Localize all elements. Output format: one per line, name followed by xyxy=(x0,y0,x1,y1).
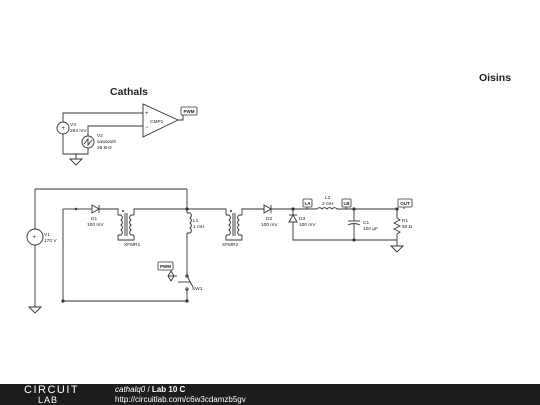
la-label: LA xyxy=(305,201,312,206)
l1-value: 1 mH xyxy=(193,224,205,230)
footer-title: cathalq0 / Lab 10 C xyxy=(115,385,185,394)
section-label-oisins: Oisins xyxy=(479,72,511,84)
c1-value: 100 µF xyxy=(363,226,378,232)
out-label: OUT xyxy=(400,201,410,206)
circuitlab-logo[interactable]: CIRCUIT LAB xyxy=(24,385,79,405)
l1-ref: L1 xyxy=(193,218,199,224)
lb-flag[interactable] xyxy=(341,198,352,208)
logo-line1: CIRCUIT xyxy=(24,384,80,396)
cmp1-plus: + xyxy=(145,111,149,117)
xfmr2-ref: XFMR2 xyxy=(222,242,239,248)
v3-ref: V3 xyxy=(70,122,76,128)
pwm-in-flag[interactable] xyxy=(157,261,174,271)
v1-ref: V1 xyxy=(44,232,50,238)
d2-value: 100 mV xyxy=(261,222,278,228)
d3-value: 100 mV xyxy=(299,222,316,228)
d2-ref: D2 xyxy=(266,216,272,222)
la-flag[interactable] xyxy=(302,198,313,208)
r1-ref: R1 xyxy=(402,218,408,224)
out-flag[interactable] xyxy=(397,198,413,208)
footer-user[interactable]: cathalq0 xyxy=(115,385,146,394)
footer-separator: / xyxy=(145,385,152,394)
schematic-canvas: Cathals Oisins + V3 284 mV V2 sawtooth 2… xyxy=(26,72,511,314)
lb-label: LB xyxy=(344,201,351,206)
section-label-cathals: Cathals xyxy=(110,86,148,98)
v1-value: 170 V xyxy=(44,238,57,244)
cmp1-minus: − xyxy=(145,125,149,131)
v3-plus-sign: + xyxy=(62,126,66,132)
sw1-ref: SW1 xyxy=(192,286,203,292)
v1-source-symbol[interactable] xyxy=(26,228,44,246)
l2-ref: L2 xyxy=(325,195,331,201)
v3-value: 284 mV xyxy=(70,128,87,134)
d3-ref: D3 xyxy=(299,216,305,222)
d1-ref: D1 xyxy=(91,216,97,222)
cmp1-ref: CMP1 xyxy=(150,119,164,125)
footer-project[interactable]: Lab 10 C xyxy=(151,385,186,394)
footer-bar: CIRCUIT LAB cathalq0 / Lab 10 C http://c… xyxy=(0,384,540,405)
v1-plus-sign: + xyxy=(33,235,37,241)
v2-ref: V2 xyxy=(97,133,103,139)
c1-ref: C1 xyxy=(363,220,369,226)
l2-value: 2 mH xyxy=(322,201,334,207)
pwm-out-flag[interactable] xyxy=(180,106,198,116)
schematic: Cathals Oisins + V3 284 mV V2 sawtooth 2… xyxy=(26,72,511,314)
pwm-out-label: PWM xyxy=(184,109,195,114)
v2-value: sawtooth xyxy=(97,139,117,145)
r1-value: 50 Ω xyxy=(402,224,413,230)
pwm-in-label: PWM xyxy=(160,264,171,269)
footer-url[interactable]: http://circuitlab.com/c6w3cdamzb5gv xyxy=(115,395,246,404)
cmp1-symbol[interactable] xyxy=(142,103,180,138)
v2-freq: 25 kHz xyxy=(97,145,113,151)
xfmr1-ref: XFMR1 xyxy=(124,242,141,248)
d1-value: 100 mV xyxy=(87,222,104,228)
logo-line2: LAB xyxy=(38,395,59,405)
